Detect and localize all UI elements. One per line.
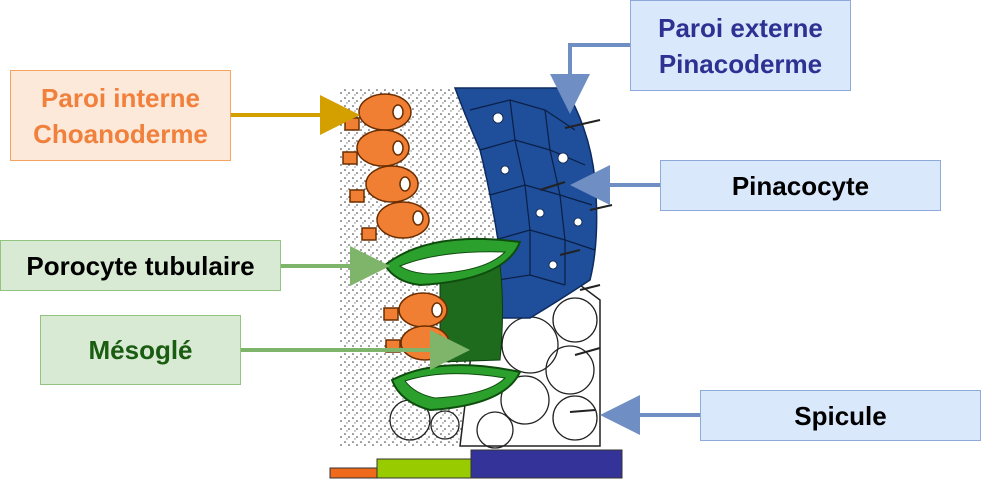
label-pinacocyte: Pinacocyte [660, 160, 941, 211]
pinacocyte-nuclei [492, 112, 583, 270]
label-spicule: Spicule [700, 390, 981, 441]
porocyte-lower-lumen [404, 373, 507, 399]
label-porocyte: Porocyte tubulaire [0, 240, 281, 291]
bar-mesoglee [376, 458, 473, 479]
choanocyte [361, 201, 430, 241]
sponge-wall-illustration [340, 87, 613, 449]
label-porocyte-text: Porocyte tubulaire [26, 250, 255, 281]
label-paroi-externe: Paroi externe Pinacoderme [630, 0, 851, 91]
label-paroi-interne-line2: Choanoderme [33, 118, 208, 149]
label-pinacocyte-text: Pinacocyte [731, 170, 870, 201]
label-paroi-externe-line2: Pinacoderme [658, 48, 823, 79]
choanocyte [342, 129, 410, 167]
choanocyte [349, 165, 419, 203]
spicules [539, 119, 613, 413]
label-spicule-text: Spicule [794, 400, 887, 431]
outer-white-cells [389, 297, 598, 449]
label-mesoglee: Mésoglé [40, 315, 241, 385]
label-paroi-interne-line1: Paroi interne [41, 82, 200, 113]
arrows [230, 43, 700, 435]
label-mesoglee-text: Mésoglé [88, 335, 193, 365]
bar-choanoderme [329, 467, 379, 479]
arrow-pinacoderme [550, 43, 630, 114]
label-paroi-externe-line1: Paroi externe [658, 12, 823, 43]
layer-color-bar [329, 449, 623, 479]
porocytes [383, 237, 522, 412]
label-paroi-interne: Paroi interne Choanoderme [10, 70, 231, 161]
porocyte-upper-lumen [398, 251, 507, 275]
bar-pinacoderme [470, 449, 623, 479]
